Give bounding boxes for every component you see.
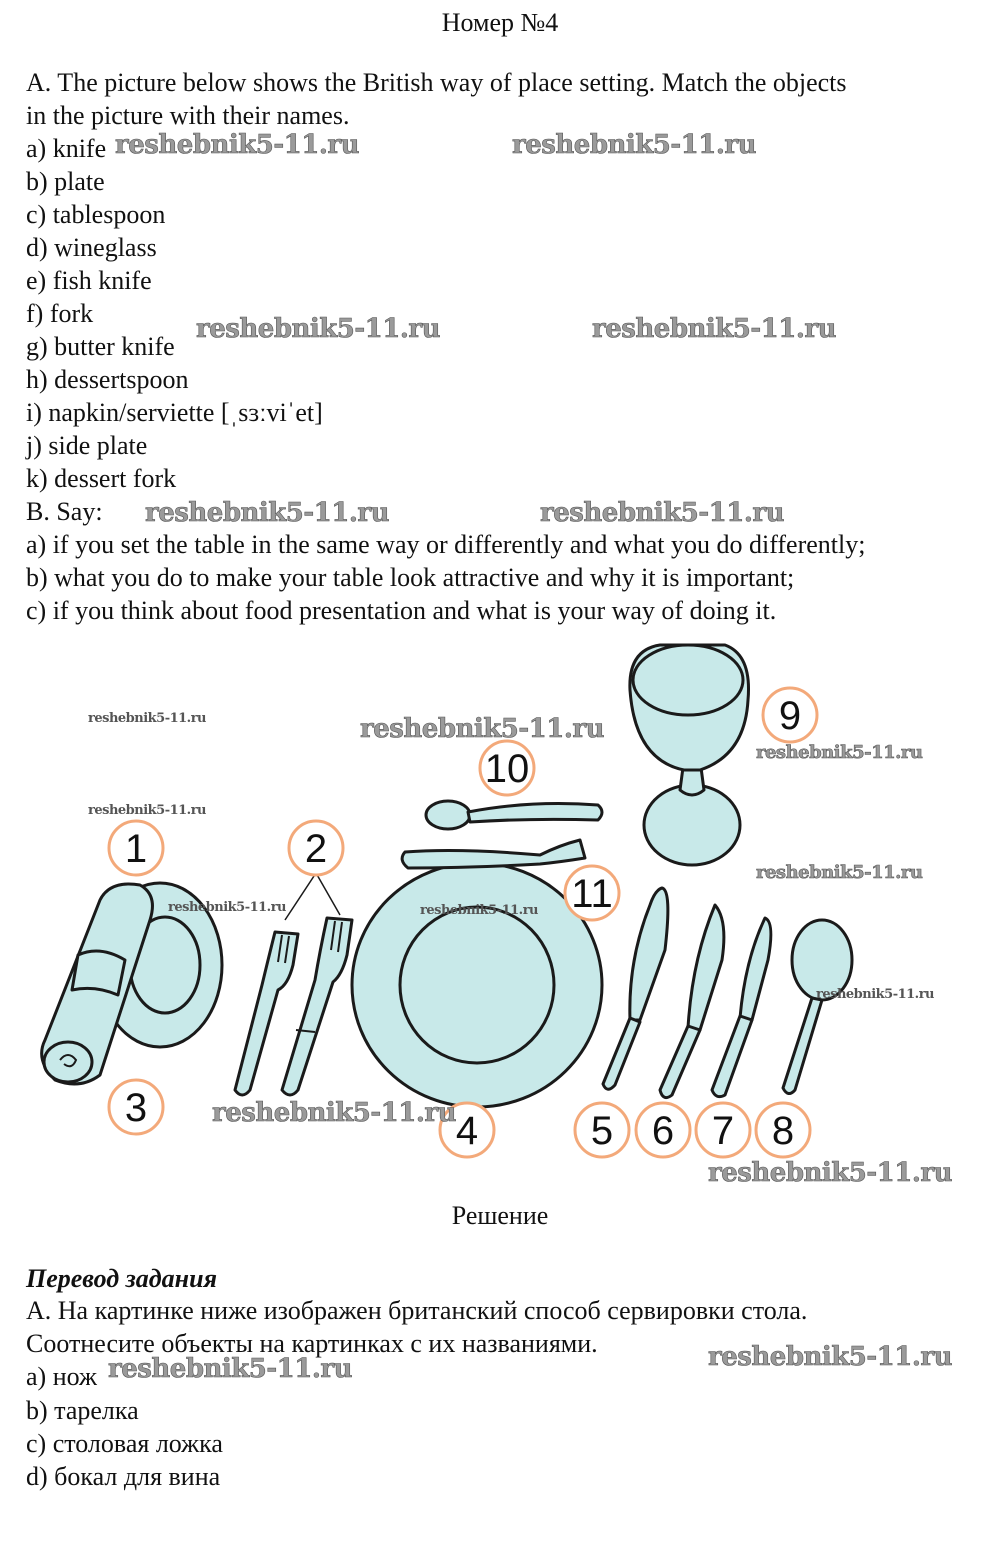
task-b-intro: B. Say:: [26, 497, 103, 526]
svg-text:2: 2: [305, 827, 327, 871]
item-i: i) napkin/serviette [ˌsɜːviˈet]: [26, 398, 323, 427]
svg-text:5: 5: [591, 1109, 613, 1153]
svg-text:11: 11: [571, 872, 613, 916]
svg-text:4: 4: [456, 1109, 478, 1153]
watermark: reshebnik5-11.ru: [212, 1098, 457, 1129]
watermark: reshebnik5-11.ru: [512, 130, 757, 161]
task-b-item-c: c) if you think about food presentation …: [26, 596, 777, 625]
translation-heading: Перевод задания: [26, 1264, 217, 1293]
item-a: a) knife: [26, 134, 107, 163]
fish-fork: [280, 916, 354, 1097]
item-g: g) butter knife: [26, 332, 175, 361]
solution-heading: Решение: [451, 1201, 549, 1230]
dessertspoon: [424, 799, 604, 831]
svg-text:9: 9: [779, 694, 801, 738]
fork: [233, 930, 300, 1097]
tablespoon: [781, 918, 854, 1095]
watermark: reshebnik5-11.ru: [816, 987, 935, 1002]
label-11: 11: [563, 864, 621, 922]
watermark: reshebnik5-11.ru: [88, 803, 207, 818]
item-k: k) dessert fork: [26, 464, 177, 493]
item-b: b) plate: [26, 167, 105, 196]
item-f: f) fork: [26, 299, 94, 328]
label-7: 7: [694, 1101, 752, 1159]
watermark: reshebnik5-11.ru: [756, 862, 924, 884]
task-b-item-b: b) what you do to make your table look a…: [26, 563, 795, 592]
task-b-item-a: a) if you set the table in the same way …: [26, 530, 866, 559]
wineglass: [628, 643, 751, 867]
label-4: 4: [438, 1101, 496, 1159]
watermark: reshebnik5-11.ru: [540, 498, 785, 529]
translation-item-d: d) бокал для вина: [26, 1462, 221, 1491]
svg-text:8: 8: [772, 1109, 794, 1153]
watermark: reshebnik5-11.ru: [108, 1354, 353, 1385]
napkin: [40, 882, 154, 1086]
svg-text:10: 10: [485, 747, 530, 791]
watermark: reshebnik5-11.ru: [708, 1342, 953, 1373]
label-5: 5: [573, 1101, 631, 1159]
plate: [350, 861, 604, 1109]
label-8: 8: [754, 1101, 812, 1159]
item-h: h) dessertspoon: [26, 365, 189, 394]
label-9: 9: [761, 686, 819, 744]
task-a-intro: A. The picture below shows the British w…: [26, 68, 847, 97]
translation-item-c: c) столовая ложка: [26, 1429, 223, 1458]
translation-item-b: b) тарелка: [26, 1396, 139, 1425]
fish-knife: [658, 903, 726, 1100]
label-3: 3: [107, 1078, 165, 1136]
butter-knife: [710, 916, 773, 1099]
svg-text:6: 6: [652, 1109, 674, 1153]
label-2: 2: [287, 819, 345, 877]
translation-item-a: a) нож: [26, 1362, 97, 1391]
page-title: Номер №4: [441, 8, 559, 37]
svg-text:1: 1: [125, 827, 147, 871]
watermark: reshebnik5-11.ru: [360, 714, 605, 745]
item-d: d) wineglass: [26, 233, 157, 262]
label-1: 1: [107, 819, 165, 877]
watermark: reshebnik5-11.ru: [420, 903, 539, 918]
dessert-fork: [400, 838, 587, 870]
item-e: e) fish knife: [26, 266, 152, 295]
knife: [601, 886, 670, 1091]
svg-text:7: 7: [712, 1109, 734, 1153]
label-10: 10: [478, 739, 536, 797]
watermark: reshebnik5-11.ru: [88, 711, 207, 726]
item-j: j) side plate: [26, 431, 148, 460]
svg-text:3: 3: [125, 1086, 147, 1130]
watermark: reshebnik5-11.ru: [115, 130, 360, 161]
label-6: 6: [634, 1101, 692, 1159]
watermark: reshebnik5-11.ru: [168, 900, 287, 915]
watermark: reshebnik5-11.ru: [592, 314, 837, 345]
watermark: reshebnik5-11.ru: [145, 498, 390, 529]
task-a-intro-cont: in the picture with their names.: [26, 101, 350, 130]
translation-intro: A. На картинке ниже изображен британский…: [26, 1296, 808, 1325]
watermark: reshebnik5-11.ru: [756, 742, 924, 764]
watermark: reshebnik5-11.ru: [708, 1158, 953, 1189]
watermark: reshebnik5-11.ru: [196, 314, 441, 345]
translation-intro-cont: Соотнесите объекты на картинках с их наз…: [26, 1329, 598, 1358]
item-c: c) tablespoon: [26, 200, 166, 229]
